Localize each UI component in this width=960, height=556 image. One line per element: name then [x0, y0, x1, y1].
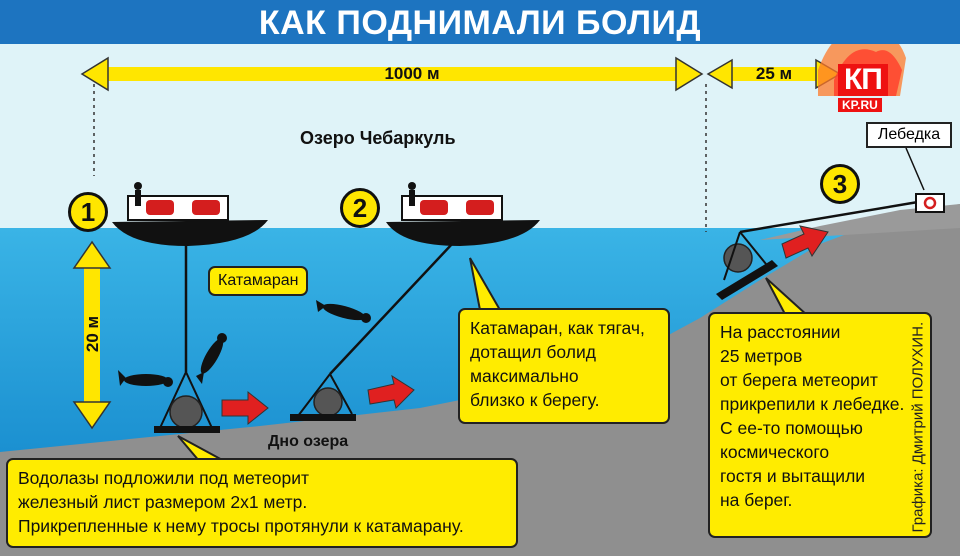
distance-arrow-1000m [80, 56, 704, 92]
winch-device [915, 193, 945, 213]
red-arrow-1 [221, 390, 269, 426]
diver-2 [196, 333, 227, 384]
callout-step2-line: Катамаран, как тягач, [470, 318, 645, 338]
depth-arrow [72, 240, 112, 430]
logo-sub: KP.RU [838, 98, 882, 112]
callout-step3-line: от берега метеорит [720, 370, 878, 390]
callout-step3-line: прикрепили к лебедке. [720, 394, 905, 414]
lake-bottom-label: Дно озера [268, 433, 349, 450]
cable-3 [739, 200, 919, 234]
meteorite-platform-3 [716, 231, 778, 300]
callout-step3-line: космического [720, 442, 830, 462]
callout-step1-line: железный лист размером 2х1 метр. [18, 492, 308, 512]
winch-label: Лебедка [866, 122, 952, 148]
catamaran-1 [112, 182, 268, 246]
diver-1 [118, 370, 173, 387]
callout-step1: Водолазы подложили под метеорит железный… [6, 458, 518, 548]
callout-step2-line: дотащил болид [470, 342, 596, 362]
logo-main: КП [838, 64, 888, 96]
step-3-badge: 3 [820, 164, 860, 204]
callout-step2: Катамаран, как тягач, дотащил болид макс… [458, 308, 670, 424]
graphic-credit: Графика: Дмитрий ПОЛУХИН. [909, 321, 927, 533]
catamaran-label: Катамаран [208, 266, 309, 296]
cable-2 [329, 243, 453, 375]
label-25m: 25 м [755, 64, 793, 83]
callout-step3-line: 25 метров [720, 346, 803, 366]
callout-step3-line: гостя и вытащили [720, 466, 866, 486]
winch-pointer [905, 147, 925, 191]
lake-name: Озеро Чебаркуль [300, 128, 456, 148]
callout-step1-line: Прикрепленные к нему тросы протянули к к… [18, 516, 464, 536]
callout-step3: На расстоянии 25 метров от берега метеор… [708, 312, 932, 538]
callout-step2-line: максимально [470, 366, 579, 386]
title-bar [0, 0, 960, 44]
meteorite-platform-2 [290, 373, 356, 421]
callout-step3-line: на берег. [720, 490, 793, 510]
red-arrow-2 [367, 374, 415, 409]
red-arrow-3 [781, 225, 829, 259]
label-1000m: 1000 м [384, 64, 440, 83]
step-1-badge: 1 [68, 192, 108, 232]
callout-step2-line: близко к берегу. [470, 390, 600, 410]
label-20m: 20 м [83, 315, 102, 353]
callout-step3-line: С ее-то помощью [720, 418, 863, 438]
kp-logo: КП KP.RU [838, 64, 908, 112]
page-title: КАК ПОДНИМАЛИ БОЛИД [258, 4, 702, 42]
meteorite-platform-1 [154, 371, 220, 433]
step-2-badge: 2 [340, 188, 380, 228]
catamaran-2 [386, 182, 540, 246]
callout-step1-line: Водолазы подложили под метеорит [18, 468, 309, 488]
diver-3 [316, 300, 371, 323]
callout-step3-line: На расстоянии [720, 322, 841, 342]
